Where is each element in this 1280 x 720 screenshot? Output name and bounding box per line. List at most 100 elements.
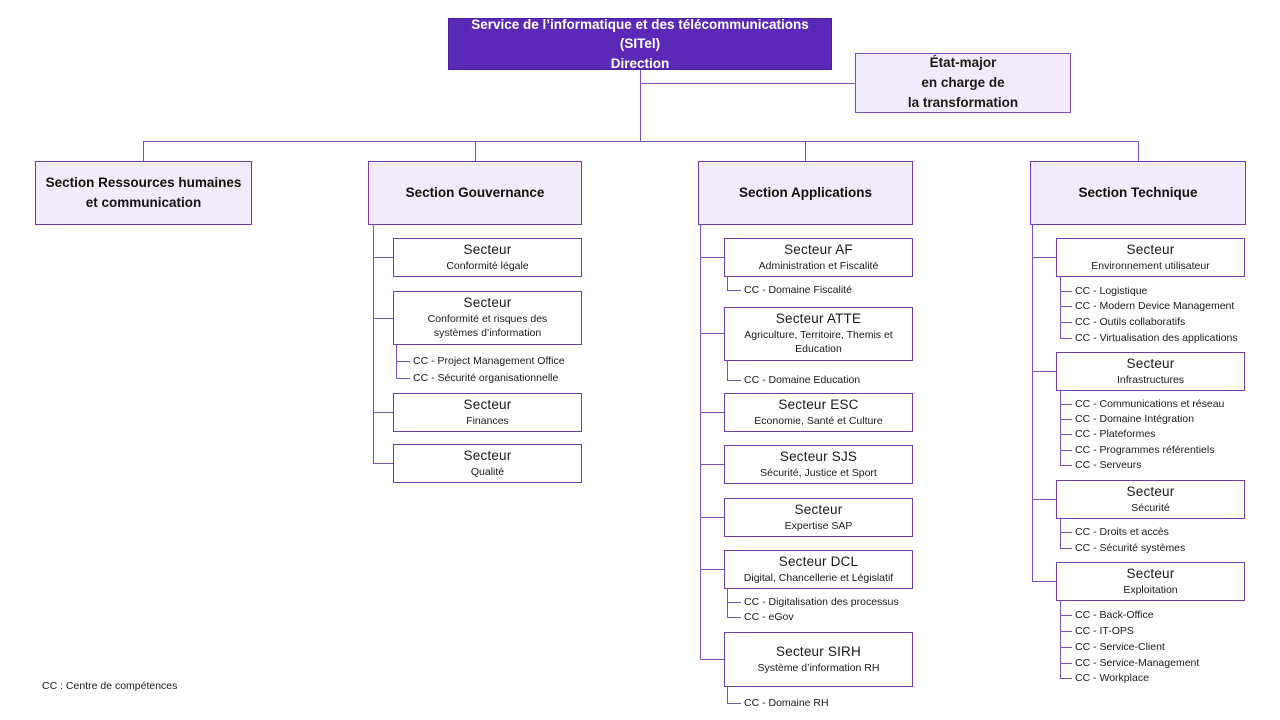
section-title-line1: Section Technique [1078, 185, 1198, 201]
legend-cc-definition: CC : Centre de compétences [42, 680, 178, 692]
connector-cc-trunk-applications-5 [727, 589, 728, 617]
secteur-subtitle: Système d’information RH [757, 661, 880, 674]
secteur-node-atte[interactable]: Secteur ATTE Agriculture, Territoire, Th… [724, 307, 913, 361]
connector-cc-technique-1-4 [1060, 465, 1072, 466]
secteur-node-infrastructures[interactable]: Secteur Infrastructures [1056, 352, 1245, 391]
connector-cc-technique-0-2 [1060, 322, 1072, 323]
section-node-technique[interactable]: Section Technique [1030, 161, 1246, 225]
connector-cc-trunk-applications-1 [727, 361, 728, 380]
connector-elbow-gouvernance-0 [373, 257, 393, 258]
cc-item-domaine-fiscalite[interactable]: CC - Domaine Fiscalité [744, 284, 852, 296]
connector-cc-technique-3-4 [1060, 678, 1072, 679]
cc-item-securite-organisationnelle[interactable]: CC - Sécurité organisationnelle [413, 372, 559, 384]
secteur-node-expertise-sap[interactable]: Secteur Expertise SAP [724, 498, 913, 537]
connector-cc-applications-1-0 [727, 380, 741, 381]
secteur-subtitle: Finances [466, 414, 509, 427]
secteur-node-qualite[interactable]: Secteur Qualité [393, 444, 582, 483]
section-title-line1: Section Ressources humaines [45, 175, 242, 191]
section-node-applications[interactable]: Section Applications [698, 161, 913, 225]
secteur-title: Secteur [794, 502, 843, 517]
cc-item-domaine-integration[interactable]: CC - Domaine Intégration [1075, 413, 1195, 425]
connector-cc-applications-0-0 [727, 290, 741, 291]
cc-item-virtualisation-des-applications[interactable]: CC - Virtualisation des applications [1075, 332, 1238, 344]
cc-item-logistique[interactable]: CC - Logistique [1075, 285, 1148, 297]
secteur-node-sjs[interactable]: Secteur SJS Sécurité, Justice et Sport [724, 445, 913, 484]
secteur-node-securite[interactable]: Secteur Sécurité [1056, 480, 1245, 519]
secteur-subtitle: Economie, Santé et Culture [754, 414, 883, 427]
staff-node-etat-major[interactable]: État-major en charge de la transformatio… [855, 53, 1071, 113]
connector-elbow-technique-2 [1032, 499, 1056, 500]
secteur-node-conformite-legale[interactable]: Secteur Conformité légale [393, 238, 582, 277]
connector-cc-gouvernance-1-0 [396, 361, 410, 362]
section-node-gouvernance[interactable]: Section Gouvernance [368, 161, 582, 225]
secteur-title: Secteur DCL [778, 554, 859, 569]
cc-item-serveurs[interactable]: CC - Serveurs [1075, 459, 1142, 471]
connector-cc-technique-1-2 [1060, 434, 1072, 435]
secteur-node-af[interactable]: Secteur AF Administration et Fiscalité [724, 238, 913, 277]
secteur-subtitle: Conformité et risques des [427, 313, 548, 326]
secteur-subtitle: Sécurité [1131, 501, 1170, 514]
secteur-node-conformite-risques-si[interactable]: Secteur Conformité et risques des systèm… [393, 291, 582, 345]
connector-cc-trunk-applications-0 [727, 277, 728, 290]
cc-item-domaine-education[interactable]: CC - Domaine Education [744, 374, 861, 386]
secteur-node-environnement-utilisateur[interactable]: Secteur Environnement utilisateur [1056, 238, 1245, 277]
connector-cc-technique-1-1 [1060, 419, 1072, 420]
secteur-node-esc[interactable]: Secteur ESC Economie, Santé et Culture [724, 393, 913, 432]
connector-drop-section-gouvernance [475, 141, 476, 161]
root-node-sitel-direction[interactable]: Service de l’informatique et des télécom… [448, 17, 832, 71]
secteur-title: Secteur [463, 295, 512, 311]
cc-item-it-ops[interactable]: CC - IT-OPS [1075, 625, 1134, 637]
cc-item-digitalisation-des-processus[interactable]: CC - Digitalisation des processus [744, 596, 899, 608]
secteur-node-sirh[interactable]: Secteur SIRH Système d’information RH [724, 632, 913, 687]
cc-item-programmes-referentiels[interactable]: CC - Programmes référentiels [1075, 444, 1215, 456]
connector-elbow-gouvernance-2 [373, 412, 393, 413]
secteur-title: Secteur ATTE [775, 311, 862, 327]
secteur-title: Secteur [1126, 356, 1175, 371]
secteur-title: Secteur ESC [778, 397, 859, 412]
cc-item-modern-device-management[interactable]: CC - Modern Device Management [1075, 300, 1235, 312]
connector-cc-applications-6-0 [727, 703, 741, 704]
secteur-title: Secteur AF [784, 242, 853, 257]
connector-elbow-applications-0 [700, 257, 724, 258]
connector-elbow-applications-4 [700, 517, 724, 518]
connector-elbow-applications-5 [700, 569, 724, 570]
cc-item-domaine-rh[interactable]: CC - Domaine RH [744, 697, 829, 709]
cc-item-service-management[interactable]: CC - Service-Management [1075, 657, 1200, 669]
connector-cc-technique-2-1 [1060, 548, 1072, 549]
cc-item-outils-collaboratifs[interactable]: CC - Outils collaboratifs [1075, 316, 1186, 328]
secteur-title: Secteur [463, 397, 512, 412]
secteur-subtitle: Sécurité, Justice et Sport [760, 466, 877, 479]
cc-item-workplace[interactable]: CC - Workplace [1075, 672, 1149, 684]
connector-elbow-technique-3 [1032, 581, 1056, 582]
connector-cc-applications-5-1 [727, 617, 741, 618]
secteur-subtitle: Qualité [470, 465, 505, 478]
cc-item-egov[interactable]: CC - eGov [744, 611, 794, 623]
connector-drop-section-technique [1138, 141, 1139, 161]
connector-cc-applications-5-0 [727, 602, 741, 603]
secteur-node-dcl[interactable]: Secteur DCL Digital, Chancellerie et Lég… [724, 550, 913, 589]
connector-trunk-technique [1032, 225, 1033, 581]
cc-item-service-client[interactable]: CC - Service-Client [1075, 641, 1165, 653]
cc-item-project-management-office[interactable]: CC - Project Management Office [413, 355, 565, 367]
cc-item-securite-systemes[interactable]: CC - Sécurité systèmes [1075, 542, 1186, 554]
connector-cc-technique-0-0 [1060, 291, 1072, 292]
connector-root-trunk [640, 70, 641, 142]
secteur-title: Secteur [463, 448, 512, 463]
cc-item-plateformes[interactable]: CC - Plateformes [1075, 428, 1156, 440]
secteur-node-exploitation[interactable]: Secteur Exploitation [1056, 562, 1245, 601]
cc-item-communications-et-reseau[interactable]: CC - Communications et réseau [1075, 398, 1225, 410]
section-title-line1: Section Gouvernance [405, 185, 545, 201]
cc-item-droits-et-acces[interactable]: CC - Droits et accès [1075, 526, 1169, 538]
section-title-line2: et communication [85, 195, 202, 210]
connector-cc-technique-2-0 [1060, 532, 1072, 533]
root-title-line2: Direction [610, 55, 670, 71]
secteur-subtitle: Administration et Fiscalité [758, 259, 879, 272]
secteur-subtitle: Conformité légale [446, 259, 529, 272]
secteur-node-finances[interactable]: Secteur Finances [393, 393, 582, 432]
connector-main-bus [143, 141, 1139, 142]
section-node-ressources-humaines[interactable]: Section Ressources humaines et communica… [35, 161, 252, 225]
secteur-title: Secteur [1126, 566, 1175, 581]
connector-drop-section-applications [805, 141, 806, 161]
cc-item-back-office[interactable]: CC - Back-Office [1075, 609, 1154, 621]
